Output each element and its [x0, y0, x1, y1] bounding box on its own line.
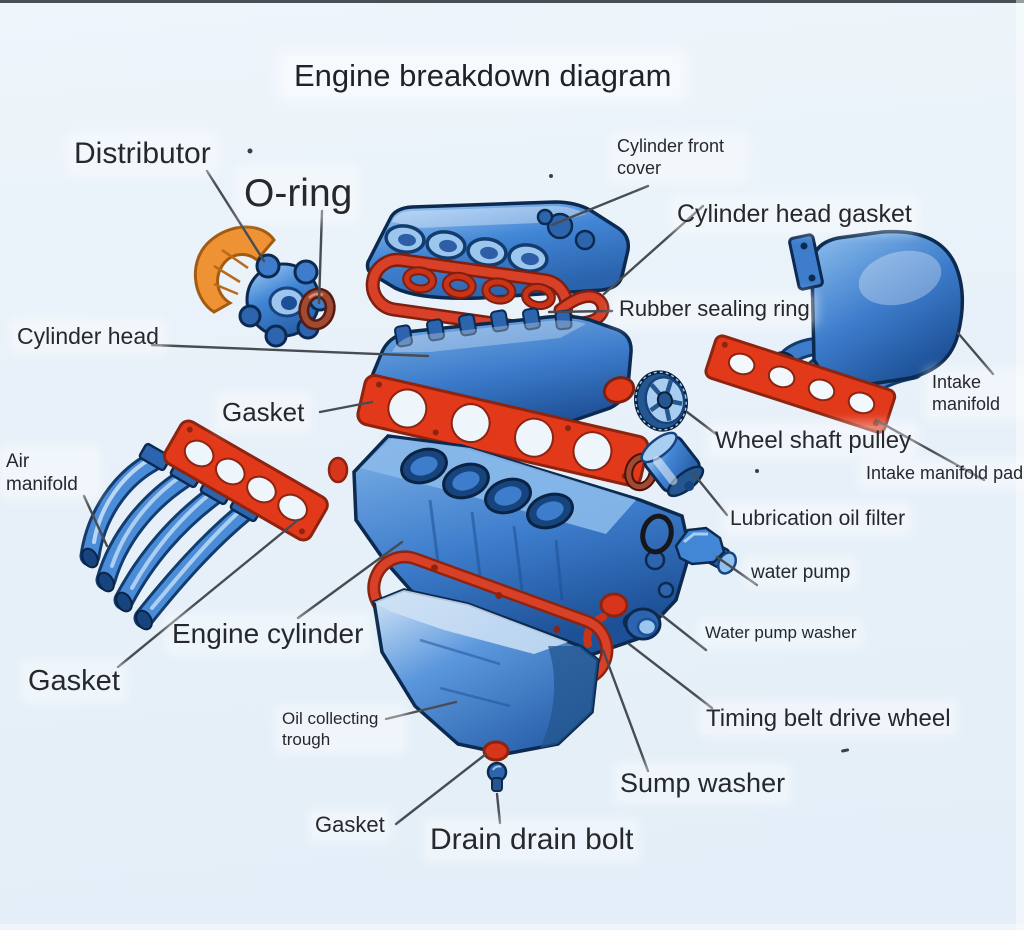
leader-air-manifold — [82, 494, 109, 548]
leader-cylinder-head-gasket — [602, 204, 705, 296]
label-cylinder-head-gasket: Cylinder head gasket — [674, 199, 915, 230]
intake-manifold-pad-part — [704, 334, 897, 434]
label-gasket-exhaust: Gasket — [25, 664, 123, 700]
top-border-line — [0, 0, 1024, 3]
right-edge-strip — [1016, 0, 1024, 930]
drain-gasket-part — [482, 740, 510, 762]
label-wheel-shaft-pulley: Wheel shaft pulley — [712, 426, 915, 456]
print-specks — [247, 148, 850, 753]
oil-seal-ring-part — [640, 513, 674, 555]
leader-gasket-drain — [394, 752, 488, 826]
bottom-edge-strip — [0, 924, 1024, 930]
label-cylinder-front-cover: Cylinder front cover — [614, 136, 744, 180]
label-water-pump-washer: Water pump washer — [702, 623, 860, 644]
leader-drain-drain-bolt — [495, 792, 502, 825]
page-title: Engine breakdown diagram — [284, 56, 682, 96]
leader-gasket-exhaust — [116, 518, 300, 669]
label-drain-drain-bolt: Drain drain bolt — [427, 822, 637, 859]
leader-sump-washer — [601, 648, 650, 773]
label-cylinder-head: Cylinder head — [14, 322, 162, 351]
label-water-pump: water pump — [748, 561, 854, 585]
label-air-manifold: Air manifold — [3, 450, 97, 497]
leader-o-ring — [317, 209, 324, 305]
intake-manifold-part — [771, 229, 965, 405]
leader-water-pump-washer — [657, 611, 708, 652]
leader-oil-collecting-trough — [384, 700, 458, 721]
leader-intake-manifold — [956, 331, 995, 376]
water-pump-washer-part — [624, 607, 662, 641]
head-gasket-part — [356, 374, 650, 488]
leader-gasket-head — [318, 400, 374, 414]
label-rubber-sealing-ring: Rubber sealing ring — [616, 296, 813, 323]
drain-bolt-part — [486, 761, 508, 792]
leader-cylinder-front-cover — [550, 184, 650, 227]
leader-lubrication-oil-filter — [691, 471, 729, 517]
leader-timing-belt-drive-wheel — [627, 642, 714, 710]
leader-intake-manifold-pad — [874, 418, 986, 482]
leader-rubber-sealing-ring — [547, 309, 614, 314]
label-sump-washer: Sump washer — [617, 767, 789, 800]
label-o-ring: O-ring — [241, 170, 356, 218]
air-manifold-part — [79, 442, 263, 631]
label-engine-cylinder: Engine cylinder — [169, 617, 367, 652]
engine-mount-seal — [327, 456, 349, 484]
oil-collecting-trough-part — [372, 588, 600, 756]
label-gasket-drain: Gasket — [312, 812, 388, 839]
label-intake-manifold: Intake manifold — [929, 372, 1024, 416]
lubrication-oil-filter-part — [624, 431, 705, 498]
leader-lines — [82, 169, 995, 826]
label-distributor: Distributor — [71, 136, 214, 173]
leader-cylinder-head — [150, 343, 430, 358]
leader-water-pump — [715, 555, 759, 587]
label-oil-collecting-trough: Oil collecting trough — [279, 709, 403, 751]
wheel-shaft-pulley-part — [634, 370, 688, 432]
o-ring-part — [298, 287, 336, 331]
label-lubrication-oil-filter: Lubrication oil filter — [727, 506, 909, 532]
leader-engine-cylinder — [296, 540, 404, 620]
label-timing-belt-drive-wheel: Timing belt drive wheel — [703, 704, 954, 734]
label-intake-manifold-pad: Intake manifold pad — [863, 463, 1024, 485]
exhaust-gasket-part — [162, 419, 329, 542]
leader-distributor — [205, 169, 266, 263]
leader-wheel-shaft-pulley — [685, 410, 718, 436]
label-gasket-head: Gasket — [219, 397, 308, 429]
